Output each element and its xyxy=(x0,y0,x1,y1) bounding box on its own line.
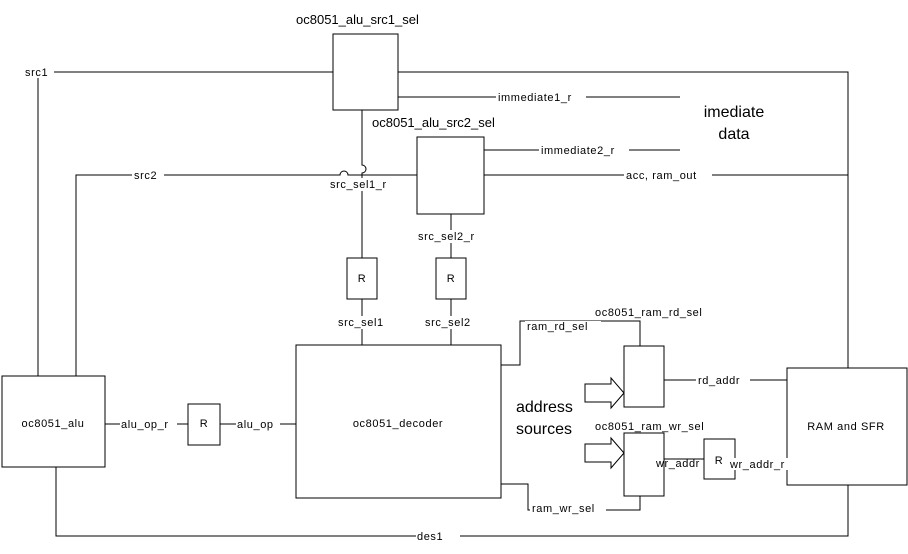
label-immediate2: immediate2_r xyxy=(541,145,615,157)
reg-src-sel1-box xyxy=(346,257,378,300)
label-reg-src-sel2: R xyxy=(447,273,456,285)
label-src2-sel: oc8051_alu_src2_sel xyxy=(372,115,495,130)
label-immediate1: immediate1_r xyxy=(498,92,572,104)
label-ram-rd-sel-signal: ram_rd_sel xyxy=(527,321,588,333)
label-src-sel2-r: src_sel2_r xyxy=(418,231,475,243)
wire-src1-sel-to-ram xyxy=(398,71,849,368)
label-reg-alu-op: R xyxy=(200,418,209,430)
alu-src1-sel-box xyxy=(332,33,399,111)
label-ram-wr-sel-signal: ram_wr_sel xyxy=(532,503,595,515)
annotation-address: address xyxy=(516,399,573,416)
annotations: imediate data address sources xyxy=(516,104,764,438)
label-rd-addr: rd_addr xyxy=(698,375,740,387)
label-wr-addr-r: wr_addr_r xyxy=(729,459,785,471)
label-src2: src2 xyxy=(134,170,157,182)
wire-ram-wr-sel xyxy=(501,483,641,511)
annotation-sources: sources xyxy=(516,421,572,438)
alu-src2-sel-box xyxy=(416,136,485,215)
label-ram-sfr: RAM and SFR xyxy=(807,421,885,433)
label-ram-rd-sel: oc8051_ram_rd_sel xyxy=(595,307,702,319)
annotation-data: data xyxy=(718,126,749,143)
label-src1-sel: oc8051_alu_src1_sel xyxy=(296,12,419,27)
label-ram-wr-sel: oc8051_ram_wr_sel xyxy=(595,421,704,433)
address-source-arrows xyxy=(584,376,625,470)
wire-src2 xyxy=(75,170,417,376)
label-alu-op: alu_op xyxy=(237,419,274,431)
arrow-to-rd-sel xyxy=(584,376,625,410)
wire-src-sel1-r xyxy=(361,110,367,258)
alu-box xyxy=(1,375,106,468)
label-src-sel2: src_sel2 xyxy=(425,317,471,329)
label-wr-addr: wr_addr xyxy=(655,458,700,470)
block-labels: oc8051_alu_src1_sel oc8051_alu_src2_sel … xyxy=(22,12,885,467)
annotation-imediate: imediate xyxy=(704,104,765,121)
ram-rd-sel-box xyxy=(623,345,665,408)
blocks xyxy=(1,33,908,499)
decoder-box xyxy=(295,344,502,499)
wire-ram-rd-sel xyxy=(501,320,641,366)
reg-alu-op-box xyxy=(187,403,221,446)
ram-sfr-box xyxy=(786,367,908,486)
wire-src1 xyxy=(37,71,333,376)
label-acc-ram-out: acc, ram_out xyxy=(626,170,697,182)
signal-labels: src1 src2 immediate1_r immediate2_r acc,… xyxy=(24,66,794,543)
label-decoder: oc8051_decoder xyxy=(353,418,443,430)
label-src-sel1-r: src_sel1_r xyxy=(330,179,387,191)
reg-src-sel2-box xyxy=(435,257,467,300)
label-alu-op-r: alu_op_r xyxy=(121,419,169,431)
label-reg-wr-addr: R xyxy=(715,455,724,467)
arrow-to-wr-sel xyxy=(584,436,625,470)
label-alu: oc8051_alu xyxy=(22,418,85,430)
label-reg-src-sel1: R xyxy=(358,273,367,285)
label-src-sel1: src_sel1 xyxy=(338,317,384,329)
label-src1: src1 xyxy=(25,67,48,79)
label-des1: des1 xyxy=(417,531,443,543)
ram-wr-sel-box xyxy=(623,432,665,497)
